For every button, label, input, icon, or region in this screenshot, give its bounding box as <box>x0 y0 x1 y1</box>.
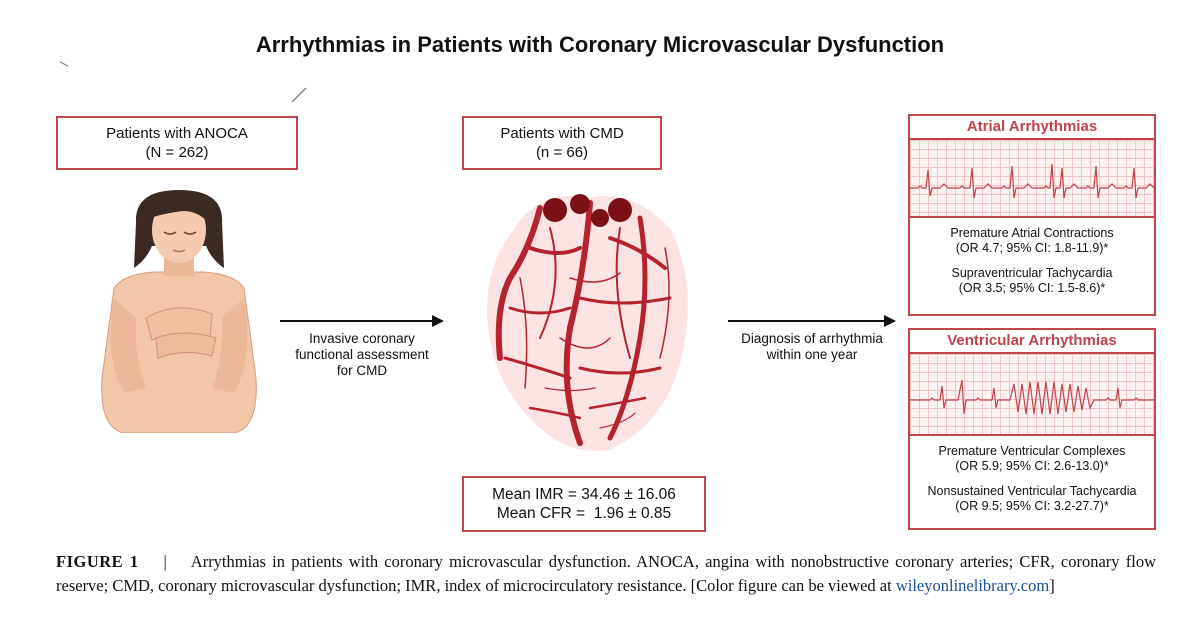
atrial-results: Premature Atrial Contractions (OR 4.7; 9… <box>910 218 1154 296</box>
arrow-right-icon <box>280 315 444 327</box>
pac-stat: (OR 4.7; 95% CI: 1.8-11.9)* <box>955 241 1109 255</box>
cmd-label: Patients with CMD <box>500 125 624 142</box>
stray-mark <box>291 87 307 103</box>
ventricular-results: Premature Ventricular Complexes (OR 5.9;… <box>910 436 1154 514</box>
heart-vasculature-icon <box>487 194 688 452</box>
svt-name: Supraventricular Tachycardia <box>951 266 1113 280</box>
anoca-patients-box: Patients with ANOCA (N = 262) <box>56 116 298 170</box>
atrial-ecg-strip <box>910 140 1154 218</box>
nsvt-name: Nonsustained Ventricular Tachycardia <box>927 484 1137 498</box>
atrial-arrhythmias-panel: Atrial Arrhythmias Premature Atrial Cont… <box>908 114 1156 316</box>
anoca-count: (N = 262) <box>145 144 209 161</box>
figure-label: FIGURE 1 <box>56 552 139 571</box>
stray-mark <box>59 61 69 67</box>
figure-title: Arrhythmias in Patients with Coronary Mi… <box>255 32 945 57</box>
atrial-heading: Atrial Arrhythmias <box>910 116 1154 140</box>
cmd-count: (n = 66) <box>535 144 589 161</box>
ventricular-heading: Ventricular Arrhythmias <box>910 330 1154 354</box>
wiley-link[interactable]: wileyonlinelibrary.com <box>895 576 1050 595</box>
cmd-patients-box: Patients with CMD (n = 66) <box>462 116 662 170</box>
atrial-ecg-trace-icon <box>910 163 1154 199</box>
caption-text: Arrythmias in patients with coronary mic… <box>56 552 1157 595</box>
ventricular-ecg-trace-icon <box>910 379 1154 415</box>
patient-illustration-icon <box>101 190 257 433</box>
mean-cfr: Mean CFR = 1.96 ± 0.85 <box>496 505 672 522</box>
figure-caption: FIGURE 1 | Arrythmias in patients with c… <box>56 550 1156 598</box>
diagnosis-line-2: within one year <box>766 347 858 362</box>
pvc-stat: (OR 5.9; 95% CI: 2.6-13.0)* <box>955 459 1109 473</box>
pvc-name: Premature Ventricular Complexes <box>938 444 1126 458</box>
assessment-line-1: Invasive coronary <box>309 331 415 346</box>
assessment-line-2: functional assessment <box>295 347 429 362</box>
anoca-label: Patients with ANOCA <box>106 125 248 142</box>
diagnosis-label: Diagnosis of arrhythmia within one year <box>722 331 902 363</box>
nsvt-stat: (OR 9.5; 95% CI: 3.2-27.7)* <box>955 499 1109 513</box>
ventricular-ecg-strip <box>910 354 1154 436</box>
caption-end: ] <box>1049 576 1055 595</box>
caption-separator: | <box>163 552 167 571</box>
ventricular-arrhythmias-panel: Ventricular Arrhythmias Premature Ventri… <box>908 328 1156 530</box>
assessment-line-3: for CMD <box>336 363 388 378</box>
svt-stat: (OR 3.5; 95% CI: 1.5-8.6)* <box>958 281 1106 295</box>
pac-name: Premature Atrial Contractions <box>950 226 1114 240</box>
measures-box: Mean IMR = 34.46 ± 16.06 Mean CFR = 1.96… <box>462 476 706 532</box>
diagnosis-line-1: Diagnosis of arrhythmia <box>741 331 883 346</box>
assessment-label: Invasive coronary functional assessment … <box>282 331 442 379</box>
mean-imr: Mean IMR = 34.46 ± 16.06 <box>492 486 676 503</box>
arrow-right-icon <box>728 315 896 327</box>
